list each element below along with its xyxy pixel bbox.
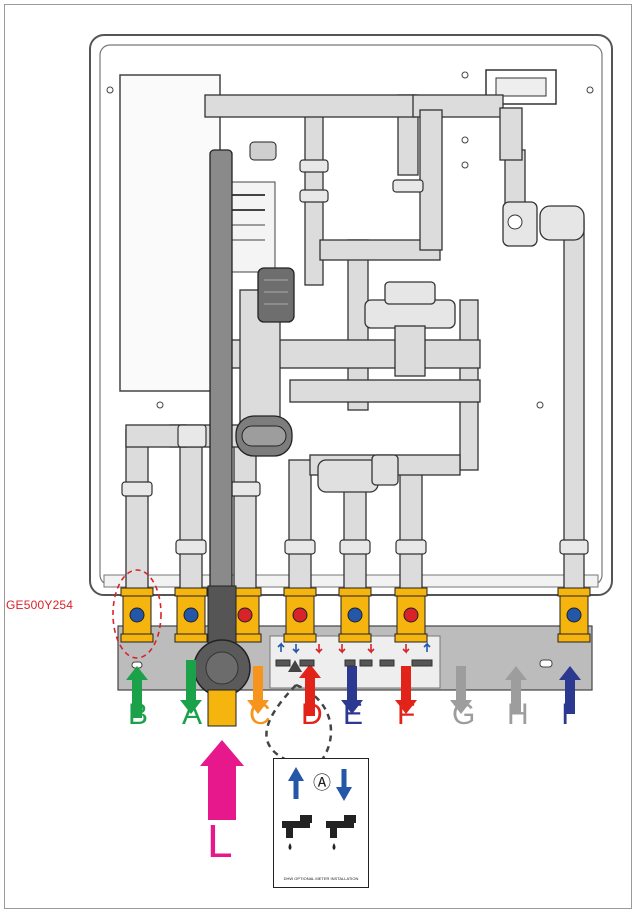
flow-arrow-f bbox=[395, 666, 417, 714]
actuator bbox=[257, 267, 295, 323]
flow-arrow-d bbox=[299, 664, 321, 716]
component-code: GE500Y254 bbox=[6, 598, 74, 612]
flow-arrow-a bbox=[180, 660, 202, 714]
highlight-ellipse bbox=[112, 569, 162, 659]
flow-arrow-e bbox=[341, 666, 363, 714]
ball-valve bbox=[228, 587, 262, 643]
strainer bbox=[317, 454, 399, 493]
connection-label-i: I bbox=[561, 698, 570, 731]
bracket-pictograms bbox=[275, 642, 433, 667]
flow-arrow-b bbox=[126, 666, 148, 718]
inset-caption: DHW OPTIONAL METER INSTALLATION bbox=[283, 876, 359, 881]
valve-handle bbox=[347, 607, 363, 623]
flow-arrow-i bbox=[559, 666, 581, 714]
pressure-reducer bbox=[364, 281, 456, 377]
connection-label-g: G bbox=[452, 698, 476, 731]
valve-handle bbox=[129, 607, 145, 623]
circulator-pump bbox=[193, 585, 251, 727]
inset-drawing bbox=[282, 767, 356, 850]
figure-frame bbox=[4, 4, 632, 909]
pipe-fittings bbox=[121, 159, 589, 555]
valve-handle bbox=[403, 607, 419, 623]
primary-return-pipe bbox=[209, 141, 277, 621]
flow-arrow-g bbox=[450, 666, 472, 714]
flow-arrow-l bbox=[200, 740, 244, 820]
ball-valve bbox=[338, 587, 372, 643]
connection-label-c: C bbox=[249, 698, 271, 731]
inset-pointer-head-top bbox=[288, 660, 302, 672]
connection-label-a: A bbox=[182, 698, 203, 731]
connection-label-d: D bbox=[301, 698, 323, 731]
inset-detail: Ⓐ DHW OPTIONAL METER INSTALLATION bbox=[273, 758, 369, 888]
valve-handle bbox=[292, 607, 308, 623]
flow-arrow-h bbox=[505, 666, 527, 714]
connection-label-e: E bbox=[343, 698, 364, 731]
connection-label-b: B bbox=[128, 698, 149, 731]
connection-label-f: F bbox=[397, 698, 416, 731]
ball-valve bbox=[557, 587, 591, 643]
valve-handle bbox=[566, 607, 582, 623]
inset-marker: Ⓐ bbox=[313, 773, 331, 793]
valve-handle bbox=[237, 607, 253, 623]
valve-handle bbox=[183, 607, 199, 623]
connection-label-h: H bbox=[507, 698, 529, 731]
ball-valve bbox=[120, 587, 154, 643]
ball-valve bbox=[283, 587, 317, 643]
tap-icon-left bbox=[282, 815, 312, 850]
circulator-body bbox=[235, 415, 293, 457]
heat-exchanger bbox=[119, 74, 276, 392]
connection-label-l: L bbox=[207, 815, 233, 867]
flow-arrow-c bbox=[247, 666, 269, 714]
tap-icon-right bbox=[326, 815, 356, 850]
ball-valve bbox=[394, 587, 428, 643]
air-vent-valve bbox=[502, 201, 585, 247]
ball-valve bbox=[174, 587, 208, 643]
